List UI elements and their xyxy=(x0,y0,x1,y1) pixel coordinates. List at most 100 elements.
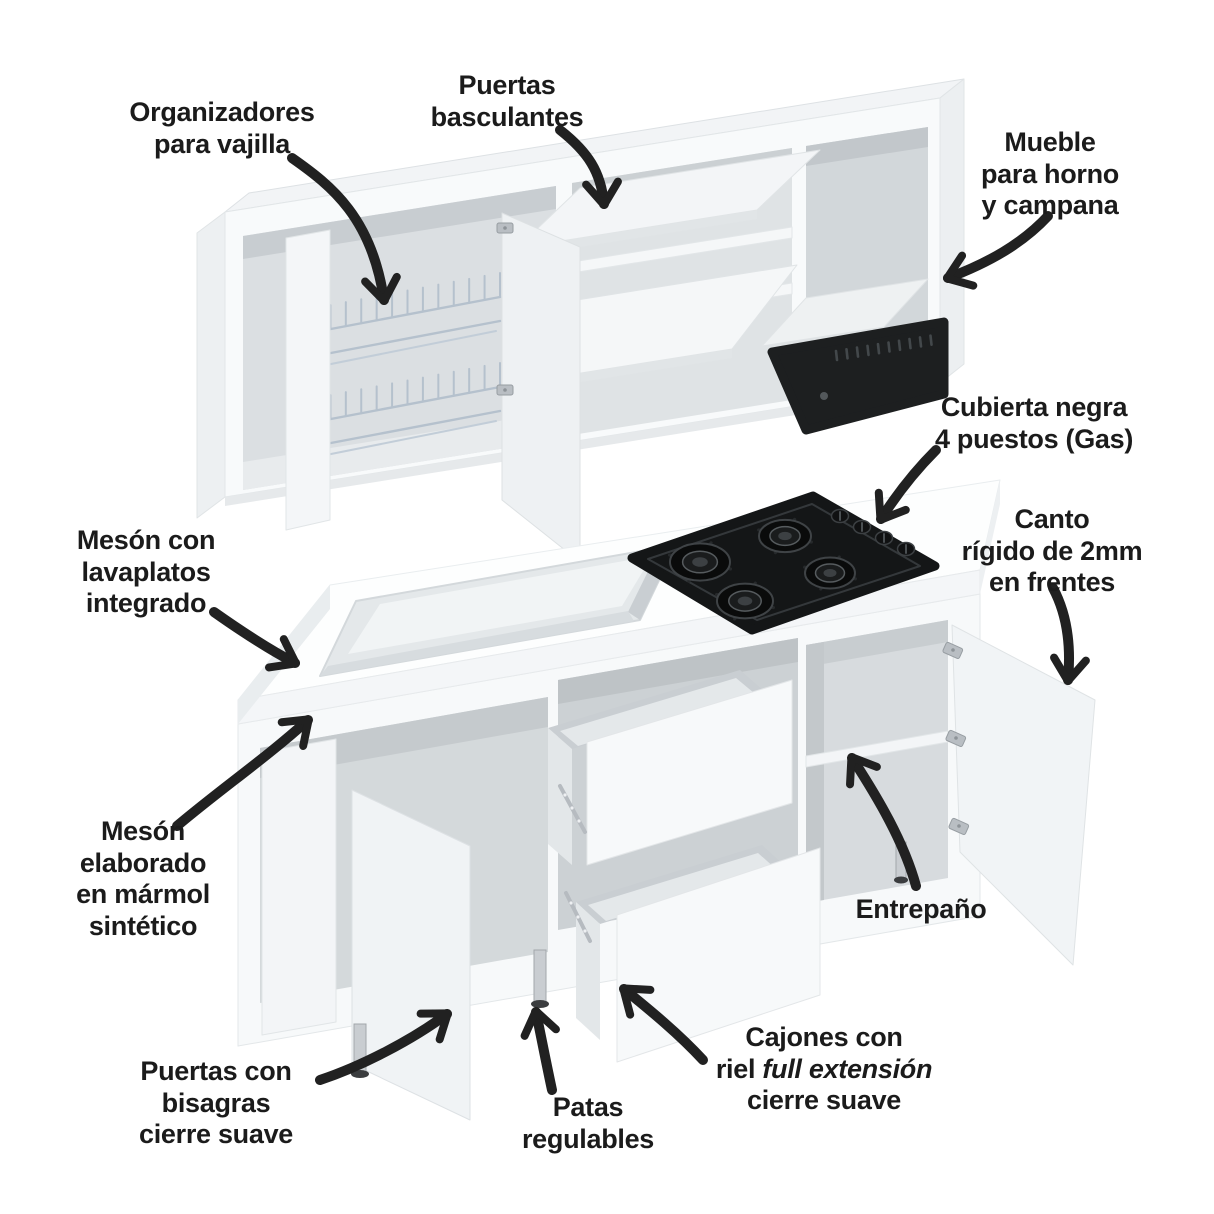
arrow-cajones-riel xyxy=(619,984,708,1065)
label-line: sintético xyxy=(76,911,210,943)
door-open-right-swung xyxy=(951,624,1096,966)
label-line: Entrepaño xyxy=(856,894,987,926)
compartment-shadow xyxy=(806,620,948,667)
rail-bearing xyxy=(583,929,587,933)
label-text: lavaplatos xyxy=(81,556,211,587)
leg-foot xyxy=(531,1000,549,1008)
dish-rack-rail xyxy=(313,409,502,448)
gas-cooktop xyxy=(627,491,940,635)
leg-foot xyxy=(894,876,908,884)
label-text: Mesón con xyxy=(76,525,216,555)
arrow-patas-regulables xyxy=(520,1007,560,1095)
hood-vent-slot xyxy=(918,336,923,348)
label-line: en mármol xyxy=(76,879,210,911)
arrow-organizadores-vajilla xyxy=(287,153,401,305)
label-line: lavaplatos xyxy=(77,557,215,589)
annotation-arrows xyxy=(172,125,1090,1095)
hood-vent-slot xyxy=(855,346,860,358)
burner xyxy=(667,541,733,583)
arrow-canto-rigido xyxy=(1048,583,1090,685)
label-text: para vajilla xyxy=(154,128,290,159)
drawer-box-inside xyxy=(588,853,776,921)
arrow-mueble-horno-campana xyxy=(943,211,1053,290)
label-text: cierre suave xyxy=(138,1119,294,1150)
label-text: Mesón xyxy=(100,816,185,846)
label-text: en frentes xyxy=(988,567,1116,598)
label-line: basculantes xyxy=(431,102,584,134)
drawer-box-side xyxy=(576,902,600,1040)
hinge-screw xyxy=(503,226,507,230)
arrow-entrepano xyxy=(846,753,921,891)
label-text: Mueble xyxy=(1004,127,1096,157)
label-text: y campana xyxy=(981,190,1119,221)
label-line: bisagras xyxy=(139,1088,293,1120)
hinge-screw xyxy=(503,388,507,392)
rail-bearing xyxy=(569,901,573,905)
door-open-left-narrow xyxy=(285,229,331,531)
label-line: regulables xyxy=(522,1124,654,1156)
label-text: integrado xyxy=(85,588,207,619)
compartment-shadow xyxy=(558,638,798,704)
label-text: Cubierta negra xyxy=(940,392,1128,422)
label-line: Organizadores xyxy=(129,97,314,129)
label-line: Cajones con xyxy=(716,1022,932,1054)
label-line: Mesón xyxy=(76,816,210,848)
label-line: Puertas xyxy=(431,70,584,102)
label-line: Cubierta negra xyxy=(935,392,1133,424)
sink-wall-front xyxy=(320,611,634,676)
burner-cap xyxy=(823,569,837,577)
drawer-open xyxy=(548,670,793,866)
label-text: elaborado xyxy=(79,847,207,878)
label-text: riel xyxy=(715,1053,763,1084)
label-text: en mármol xyxy=(76,879,210,910)
drawer-box-side xyxy=(548,728,572,865)
countertop-right-edge xyxy=(980,480,1000,594)
hinge-screw xyxy=(951,648,955,652)
label-entrepano: Entrepaño xyxy=(856,894,987,926)
drawer-front xyxy=(616,847,821,1063)
rail-bearing xyxy=(570,806,574,810)
hinge-screw xyxy=(954,736,958,740)
dish-rack-rail xyxy=(320,420,497,457)
drawer-open xyxy=(564,845,821,1063)
label-text: Cajones con xyxy=(745,1022,903,1052)
burner-cap xyxy=(737,596,753,606)
arrow-meson-marmol xyxy=(172,715,313,831)
hood-vent-slot xyxy=(834,349,839,362)
label-text: Puertas xyxy=(458,70,556,100)
label-text: Patas xyxy=(552,1092,624,1122)
hood-vent-slot xyxy=(887,341,891,353)
burner-cap xyxy=(692,557,708,567)
dish-rack-rail xyxy=(313,319,502,358)
arrow-cubierta-gas xyxy=(874,445,941,524)
compartment-side-wall xyxy=(806,642,824,903)
hood-vent-slot xyxy=(908,337,912,350)
label-line: rígido de 2mm xyxy=(962,536,1143,568)
label-line: Canto xyxy=(962,504,1143,536)
compartment-shadow xyxy=(806,127,928,166)
label-text: sintético xyxy=(88,910,198,941)
arrow-meson-lavaplatos xyxy=(209,607,300,672)
arrow-puertas-bisagras xyxy=(315,1009,452,1085)
rail-bearing xyxy=(577,819,581,823)
hood-power-button xyxy=(820,392,828,400)
sink-bottom xyxy=(348,556,652,654)
label-text: 4 puestos (Gas) xyxy=(934,423,1134,454)
label-line: para horno xyxy=(981,159,1119,191)
dish-rack-rail xyxy=(320,330,497,367)
label-text: basculantes xyxy=(430,101,584,132)
label-line: cierre suave xyxy=(139,1119,293,1151)
label-line: en frentes xyxy=(962,567,1143,599)
rail-bearing xyxy=(576,915,580,919)
label-line: elaborado xyxy=(76,848,210,880)
label-text: Organizadores xyxy=(129,97,315,127)
